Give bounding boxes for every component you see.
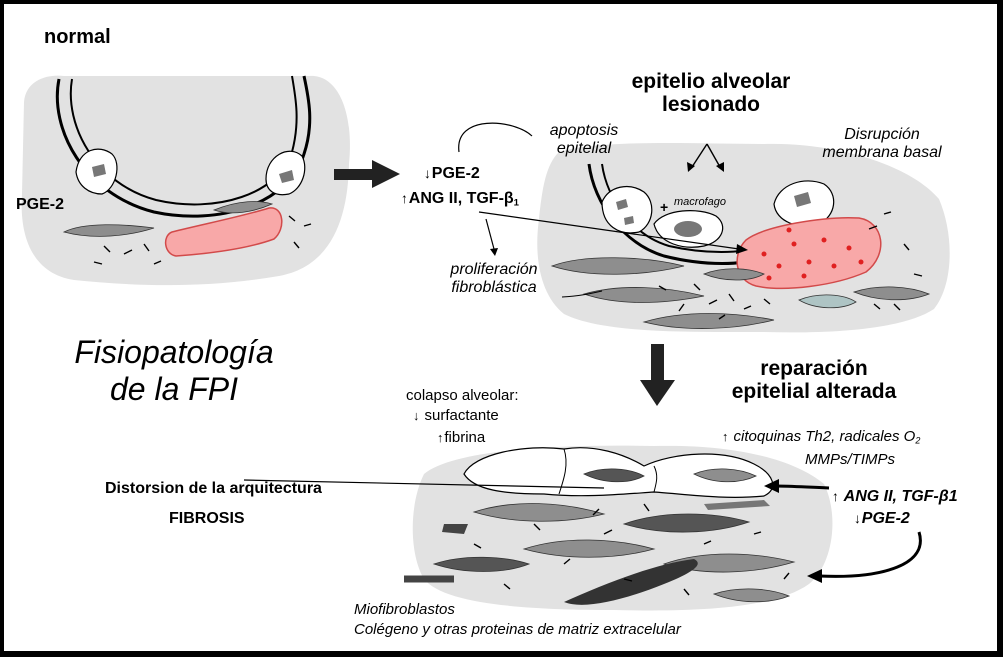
label-proliferacion: proliferación fibroblástica [424, 261, 564, 296]
label-distorsion: Distorsion de la arquitectura [105, 480, 322, 498]
page-title-line-1: Fisiopatología [64, 334, 284, 371]
label-reparacion: reparación epitelial alterada [694, 357, 934, 403]
arrow-down-symbol: ↓ [424, 166, 431, 181]
label-miofibroblastos: Miofibroblastos [354, 602, 455, 619]
label-proliferacion-line-2: fibroblástica [424, 279, 564, 297]
label-fibrosis: FIBROSIS [169, 510, 245, 528]
macrophage-nucleus [674, 221, 702, 237]
arrow-to-proliferation-head [490, 248, 498, 256]
arrow-up-symbol: ↑ [401, 191, 408, 206]
label-ang-tgf-mid: ↑ANG II, TGF-β1 [401, 190, 519, 209]
label-apoptosis: apoptosis epitelial [524, 122, 644, 157]
label-normal: normal [44, 26, 111, 48]
label-disrupcion-line-2: membrana basal [792, 144, 972, 162]
label-colageno: Colégeno y otras proteinas de matriz ext… [354, 622, 681, 639]
feedback-curve-arrow [459, 123, 532, 152]
label-ang-tgf-bottom: ↑ ANG II, TGF-β1 [832, 488, 958, 506]
fibrosis-panel [244, 446, 920, 611]
stage-arrow-down [640, 344, 675, 406]
label-epitelio-line-1: epitelio alveolar [591, 70, 831, 93]
normal-alveolus-panel [22, 76, 350, 286]
label-pge2-left: PGE-2 [16, 196, 64, 214]
label-plus: + [660, 200, 668, 215]
label-epitelio-line-2: lesionado [591, 93, 831, 116]
feedback-arrow-lower [819, 532, 920, 576]
label-reparacion-line-2: epitelial alterada [694, 380, 934, 403]
label-citoquinas: ↑ citoquinas Th2, radicales O2 [722, 429, 920, 446]
label-apoptosis-line-2: epitelial [524, 140, 644, 158]
label-surfactante: ↓ surfactante [413, 408, 499, 425]
label-epitelio-alveolar: epitelio alveolar lesionado [591, 70, 831, 116]
label-colapso-alveolar: colapso alveolar: [406, 388, 519, 405]
label-disrupcion-line-1: Disrupción [792, 126, 972, 144]
page-title-line-2: de la FPI [64, 371, 284, 408]
page-title: Fisiopatología de la FPI [64, 334, 284, 408]
label-disrupcion: Disrupción membrana basal [792, 126, 972, 161]
diagram-canvas: { "labels": { "normal": "normal", "pge2_… [4, 4, 997, 651]
injured-tissue-background [537, 143, 949, 332]
label-macrofago: macrofago [674, 196, 726, 208]
label-reparacion-line-1: reparación [694, 357, 934, 380]
arrow-to-proliferation [486, 219, 494, 249]
label-pge2-mid: ↓PGE-2 [424, 165, 480, 183]
label-proliferacion-line-1: proliferación [424, 261, 564, 279]
label-fibrina: ↑fibrina [437, 430, 485, 447]
label-apoptosis-line-1: apoptosis [524, 122, 644, 140]
pathophysiology-illustration [4, 4, 997, 651]
label-mmps-timps: MMPs/TIMPs [805, 452, 895, 469]
label-pge2-bottom: ↓PGE-2 [854, 510, 910, 528]
